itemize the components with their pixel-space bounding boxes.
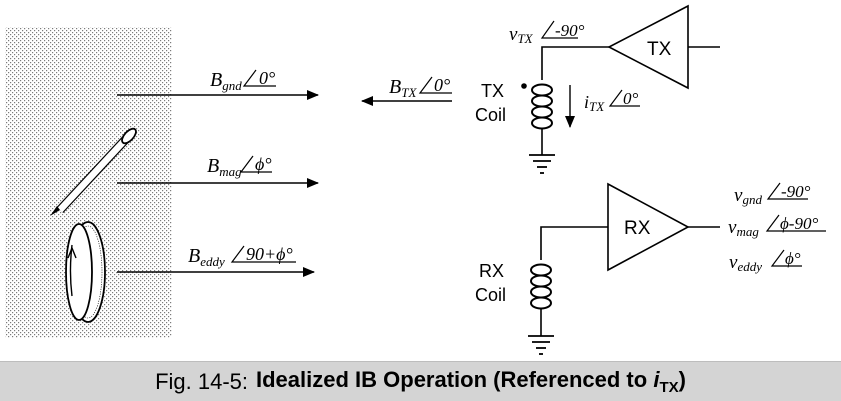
v-gnd-output: vgnd -90° [734,182,811,207]
svg-text:0°: 0° [259,68,275,88]
rx-coil-label-2: Coil [475,285,506,305]
svg-text:0°: 0° [434,75,450,95]
rx-ground-icon [528,335,554,355]
b-eddy-label: Beddy 90+ϕ° [188,244,296,269]
svg-text:Beddy: Beddy [188,245,225,269]
tx-coil [521,83,553,130]
svg-text:ϕ°: ϕ° [255,154,272,174]
b-gnd-label: Bgnd 0° [210,68,276,93]
svg-text:-90°: -90° [555,21,585,40]
svg-text:iTX: iTX [584,92,605,114]
tx-coil-label-2: Coil [475,105,506,125]
rx-amplifier-label: RX [624,218,651,239]
ib-operation-diagram: Bgnd 0° Bmag ϕ° Beddy 90+ϕ° BTX 0° TX [5,4,826,355]
v-eddy-output: veddy ϕ° [729,249,802,274]
v-mag-output: vmag ϕ-90° [728,214,826,239]
svg-text:ϕ-90°: ϕ-90° [780,214,818,233]
caption-prefix: Fig. 14-5: [155,368,248,394]
i-tx-label: iTX 0° [584,89,640,114]
svg-text:vmag: vmag [728,217,759,239]
tx-coil-label-1: TX [481,81,504,101]
coin-icon [65,221,106,323]
svg-text:vgnd: vgnd [734,185,762,207]
tx-ground-icon [529,154,555,174]
tx-coil-dot [521,83,527,89]
b-tx-label: BTX 0° [389,75,452,100]
tx-amplifier-label: TX [647,39,672,60]
rx-circuit: RX RX Coil vgnd -90° vmag ϕ-90° [475,182,826,355]
rx-coil [530,263,552,310]
figure-caption: Fig. 14-5: Idealized IB Operation (Refer… [0,361,841,401]
rx-coil-label-1: RX [479,261,504,281]
svg-text:Bmag: Bmag [207,155,242,179]
svg-text:veddy: veddy [729,252,762,274]
svg-text:-90°: -90° [781,182,811,201]
b-mag-label: Bmag ϕ° [207,154,272,179]
svg-text:0°: 0° [623,89,639,108]
v-tx-label: vTX -90° [509,20,585,46]
nail-icon [50,127,137,216]
svg-text:BTX: BTX [389,76,417,100]
svg-text:Bgnd: Bgnd [210,69,242,93]
svg-text:vTX: vTX [509,24,534,46]
caption-title: Idealized IB Operation (Referenced to iT… [256,367,686,396]
svg-text:90+ϕ°: 90+ϕ° [246,244,293,264]
tx-circuit: TX TX Coil vTX -90° iTX 0° [475,4,720,174]
svg-text:ϕ°: ϕ° [785,249,801,268]
